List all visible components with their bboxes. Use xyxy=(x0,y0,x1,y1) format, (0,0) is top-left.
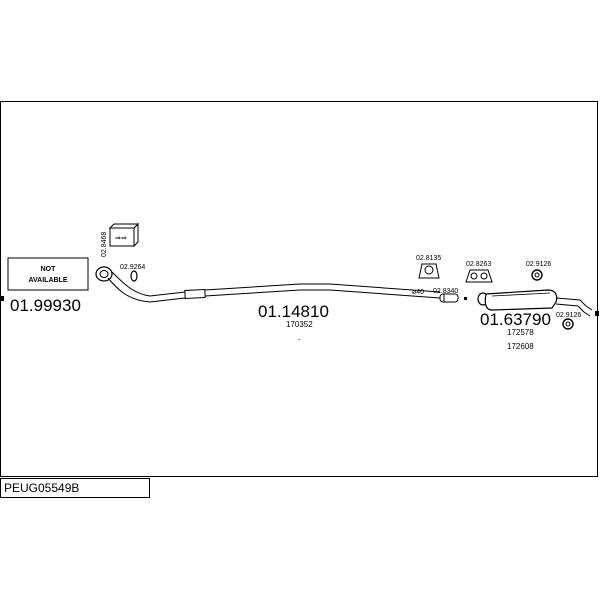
pipe-sleeve xyxy=(184,288,206,300)
hanger-mid-hole-left-icon xyxy=(470,272,478,280)
front-pipe-lower-edge xyxy=(111,271,441,297)
silencer-body-icon xyxy=(484,289,558,311)
rear-silencer-oem-2: 172608 xyxy=(507,342,534,351)
right-edge-connector xyxy=(595,311,599,316)
rear-silencer-part-number: 01.63790 xyxy=(480,310,551,329)
not-available-box xyxy=(7,257,89,291)
rear-silencer[interactable]: 01.63790 172578 172608 xyxy=(477,289,593,351)
hanger-mid-icon xyxy=(465,269,493,283)
gasket-number: 02.9264 xyxy=(120,264,145,271)
catalog-code-box: PEUG05549B xyxy=(0,478,150,498)
not-available-part[interactable]: NOT AVAILABLE 01.99930 xyxy=(7,257,89,315)
mounting-kit-part[interactable]: ⇒⇒ 02.8468 xyxy=(101,222,140,257)
not-available-part-number: 01.99930 xyxy=(10,296,81,315)
diagram-frame xyxy=(0,101,598,477)
silencer-seam-icon xyxy=(491,292,551,297)
front-pipe-oem: 170352 xyxy=(286,320,313,329)
hanger-mid-part[interactable]: 02.8263 xyxy=(465,261,493,283)
dash-mark: - xyxy=(298,337,301,344)
hanger-mid-number: 02.8263 xyxy=(466,261,491,268)
rear-silencer-oem-1: 172578 xyxy=(507,328,534,337)
rubber-ring-bottom-number: 02.9126 xyxy=(556,312,581,319)
rubber-ring-bottom-inner-icon xyxy=(565,321,571,327)
hanger-front-hole-icon xyxy=(424,265,434,275)
hanger-front-number: 02.8135 xyxy=(416,255,441,262)
clamp-part[interactable]: 02.8340 xyxy=(433,288,459,303)
rubber-ring-top-part[interactable]: 02.9126 xyxy=(526,261,551,281)
rubber-ring-top-inner-icon xyxy=(534,272,540,278)
bolt-icon: ⇒⇒ xyxy=(115,235,127,242)
clamp-number: 02.8340 xyxy=(433,288,458,295)
front-pipe-part-number: 01.14810 xyxy=(258,302,329,321)
pipe-diameter-label: ø40 xyxy=(412,289,424,296)
hanger-mid-hole-right-icon xyxy=(480,272,488,280)
mounting-kit-number: 02.8468 xyxy=(101,232,108,257)
catalog-code: PEUG05549B xyxy=(4,481,80,495)
not-available-line2: AVAILABLE xyxy=(28,277,67,284)
not-available-line1: NOT xyxy=(41,266,57,273)
mounting-kit-top xyxy=(108,223,140,229)
gasket-ring-icon xyxy=(130,270,138,282)
gasket-part[interactable]: 02.9264 xyxy=(120,264,145,282)
front-pipe-upper-edge xyxy=(107,277,441,303)
clamp-icon xyxy=(439,293,459,303)
left-edge-connector xyxy=(0,296,4,301)
front-pipe[interactable]: 01.14810 170352 ø40 - xyxy=(95,266,441,344)
tailpipe-lower-icon xyxy=(555,303,591,317)
rubber-ring-bottom-part[interactable]: 02.9126 xyxy=(556,312,581,330)
tailpipe-upper-icon xyxy=(555,297,593,311)
hanger-front-part[interactable]: 02.8135 xyxy=(416,255,441,279)
rubber-ring-top-number: 02.9126 xyxy=(526,261,551,268)
front-flange-inner-icon xyxy=(99,270,109,278)
connector-dot xyxy=(464,297,467,300)
